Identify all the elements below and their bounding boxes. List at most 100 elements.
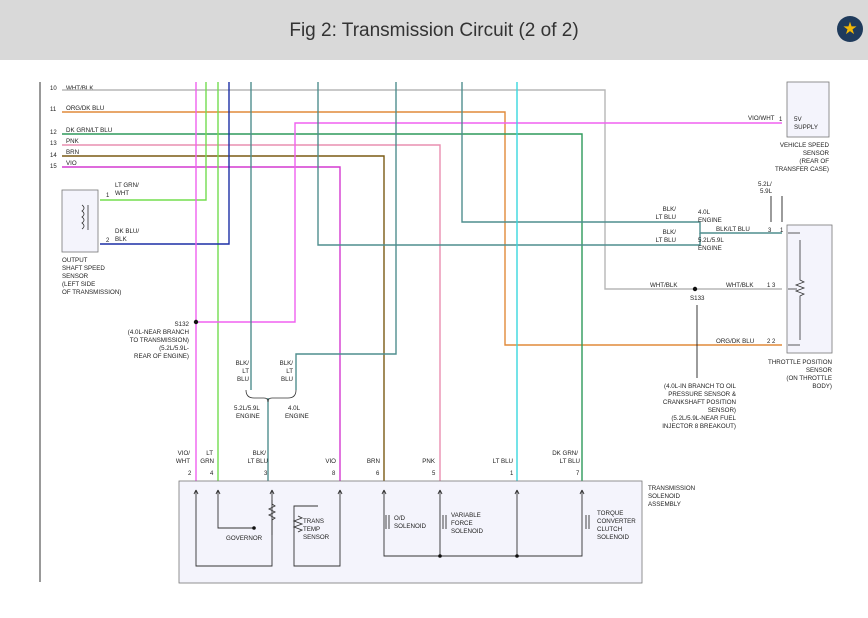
transmission-solenoid-assembly: TRANSMISSION SOLENOID ASSEMBLY GOVERNOR …: [178, 480, 695, 584]
svg-text:LT GRN/: LT GRN/: [115, 182, 139, 189]
svg-text:VIO: VIO: [325, 458, 336, 465]
wire-pnk: [62, 144, 441, 484]
svg-text:TO TRANSMISSION): TO TRANSMISSION): [130, 337, 189, 344]
svg-text:OF TRANSMISSION): OF TRANSMISSION): [62, 289, 121, 296]
wire-num-14: 14: [50, 153, 57, 159]
svg-text:(REAR OF: (REAR OF: [799, 158, 829, 165]
svg-text:CONVERTER: CONVERTER: [597, 518, 636, 525]
svg-text:WHT: WHT: [176, 458, 190, 465]
svg-text:BODY): BODY): [812, 383, 832, 390]
svg-text:ASSEMBLY: ASSEMBLY: [648, 501, 681, 508]
svg-text:(4.0L-NEAR BRANCH: (4.0L-NEAR BRANCH: [128, 329, 189, 336]
svg-text:BLU: BLU: [281, 376, 293, 383]
svg-text:5.2L/5.9L: 5.2L/5.9L: [698, 237, 724, 244]
svg-text:SOLENOID: SOLENOID: [451, 528, 484, 535]
svg-text:LT BLU: LT BLU: [656, 237, 676, 244]
wire-wht-blk: [62, 89, 782, 290]
svg-text:WHT: WHT: [115, 190, 129, 197]
svg-text:SOLENOID: SOLENOID: [394, 523, 427, 530]
svg-text:TRANSMISSION: TRANSMISSION: [648, 485, 695, 492]
svg-text:VIO/: VIO/: [178, 450, 191, 457]
wire-num-15: 15: [50, 164, 57, 170]
svg-text:TRANS: TRANS: [303, 518, 324, 525]
svg-text:LT BLU: LT BLU: [493, 458, 513, 465]
solenoid-pin-labels: VIO/ WHT 2 LT GRN 4 BLK/ LT BLU 3 VIO 8 …: [176, 450, 580, 477]
svg-text:8: 8: [332, 471, 336, 477]
svg-text:VEHICLE SPEED: VEHICLE SPEED: [780, 142, 830, 149]
svg-text:5.2L/: 5.2L/: [758, 181, 772, 188]
svg-text:WHT/BLK: WHT/BLK: [726, 282, 754, 289]
svg-text:S132: S132: [175, 321, 190, 328]
svg-text:5.9L: 5.9L: [760, 188, 773, 195]
svg-text:SUPPLY: SUPPLY: [794, 124, 818, 131]
svg-text:(LEFT SIDE: (LEFT SIDE: [62, 281, 95, 288]
wire-vio: [62, 166, 341, 484]
svg-text:LT BLU: LT BLU: [248, 458, 268, 465]
wire-num-11: 11: [50, 107, 57, 113]
svg-text:PRESSURE SENSOR &: PRESSURE SENSOR &: [668, 391, 737, 398]
svg-text:PNK: PNK: [422, 458, 436, 465]
svg-text:DK BLU/: DK BLU/: [115, 228, 139, 235]
svg-text:REAR OF ENGINE): REAR OF ENGINE): [134, 353, 189, 360]
svg-text:BLK/: BLK/: [663, 206, 677, 213]
svg-text:CLUTCH: CLUTCH: [597, 526, 622, 533]
svg-text:S133: S133: [690, 295, 705, 302]
svg-text:1: 1: [510, 471, 514, 477]
svg-text:4: 4: [210, 471, 214, 477]
svg-text:LT BLU: LT BLU: [656, 214, 676, 221]
svg-text:TRANSFER CASE): TRANSFER CASE): [775, 166, 829, 173]
svg-text:5: 5: [432, 471, 436, 477]
svg-text:3: 3: [264, 471, 268, 477]
svg-text:1 3: 1 3: [767, 283, 776, 289]
left-wire-list: 10 WHT/BLK 11 ORG/DK BLU 12 DK GRN/LT BL…: [50, 85, 112, 170]
svg-text:4.0L: 4.0L: [288, 405, 301, 412]
svg-text:BLU: BLU: [237, 376, 249, 383]
svg-text:GRN: GRN: [200, 458, 214, 465]
star-icon[interactable]: ★: [837, 16, 863, 42]
svg-text:SENSOR): SENSOR): [708, 407, 736, 414]
svg-text:BLK/: BLK/: [253, 450, 267, 457]
svg-text:LT: LT: [206, 450, 213, 457]
svg-text:TORQUE: TORQUE: [597, 510, 623, 517]
svg-text:OUTPUT: OUTPUT: [62, 257, 88, 264]
svg-text:ENGINE: ENGINE: [698, 245, 722, 252]
wire-lt-grn-wht-sensor: [100, 82, 207, 201]
wire-label-11: ORG/DK BLU: [66, 105, 104, 112]
splice-s132: S132 (4.0L-NEAR BRANCH TO TRANSMISSION) …: [128, 319, 199, 360]
svg-text:SOLENOID: SOLENOID: [648, 493, 681, 500]
svg-text:O/D: O/D: [394, 515, 406, 522]
wire-blk-lt-blu-b: [295, 82, 397, 390]
svg-text:2: 2: [188, 471, 192, 477]
wire-label-15: VIO: [66, 160, 77, 167]
svg-text:5V: 5V: [794, 116, 802, 123]
svg-text:1: 1: [780, 228, 784, 234]
splice-s133: WHT/BLK S133 (4.0L-IN BRANCH TO OIL PRES…: [650, 282, 737, 430]
svg-text:(5.2L/5.9L-NEAR FUEL: (5.2L/5.9L-NEAR FUEL: [671, 415, 736, 422]
svg-text:7: 7: [576, 471, 580, 477]
svg-text:1: 1: [779, 117, 783, 123]
svg-text:1: 1: [106, 193, 110, 199]
svg-text:BLK/LT BLU: BLK/LT BLU: [716, 226, 750, 233]
wire-blk-lt-blu-tps-52: [317, 82, 701, 246]
wire-blk-lt-blu-tps-4: [461, 82, 782, 234]
svg-text:BLK/: BLK/: [280, 360, 294, 367]
wire-num-13: 13: [50, 141, 57, 147]
svg-text:6: 6: [376, 471, 380, 477]
output-shaft-speed-sensor: 1 2 LT GRN/ WHT DK BLU/ BLK OUTPUT SHAFT…: [61, 182, 139, 296]
svg-text:SENSOR: SENSOR: [62, 273, 89, 280]
svg-text:LT: LT: [242, 368, 249, 375]
svg-text:(5.2L/5.9L-: (5.2L/5.9L-: [159, 345, 189, 352]
svg-text:VIO/WHT: VIO/WHT: [748, 115, 775, 122]
wire-vio-wht-vss: [196, 122, 782, 323]
svg-text:CRANKSHAFT POSITION: CRANKSHAFT POSITION: [663, 399, 736, 406]
vehicle-speed-sensor: 5V SUPPLY 1 VIO/WHT VEHICLE SPEED SENSOR…: [748, 81, 830, 173]
header-bar: [0, 0, 868, 60]
svg-text:LT BLU: LT BLU: [560, 458, 580, 465]
wire-dk-blu-blk: [100, 82, 230, 245]
svg-text:ENGINE: ENGINE: [236, 413, 260, 420]
svg-text:3: 3: [768, 228, 772, 234]
svg-text:SENSOR: SENSOR: [803, 150, 830, 157]
svg-text:GOVERNOR: GOVERNOR: [226, 535, 263, 542]
svg-text:2: 2: [106, 238, 110, 244]
